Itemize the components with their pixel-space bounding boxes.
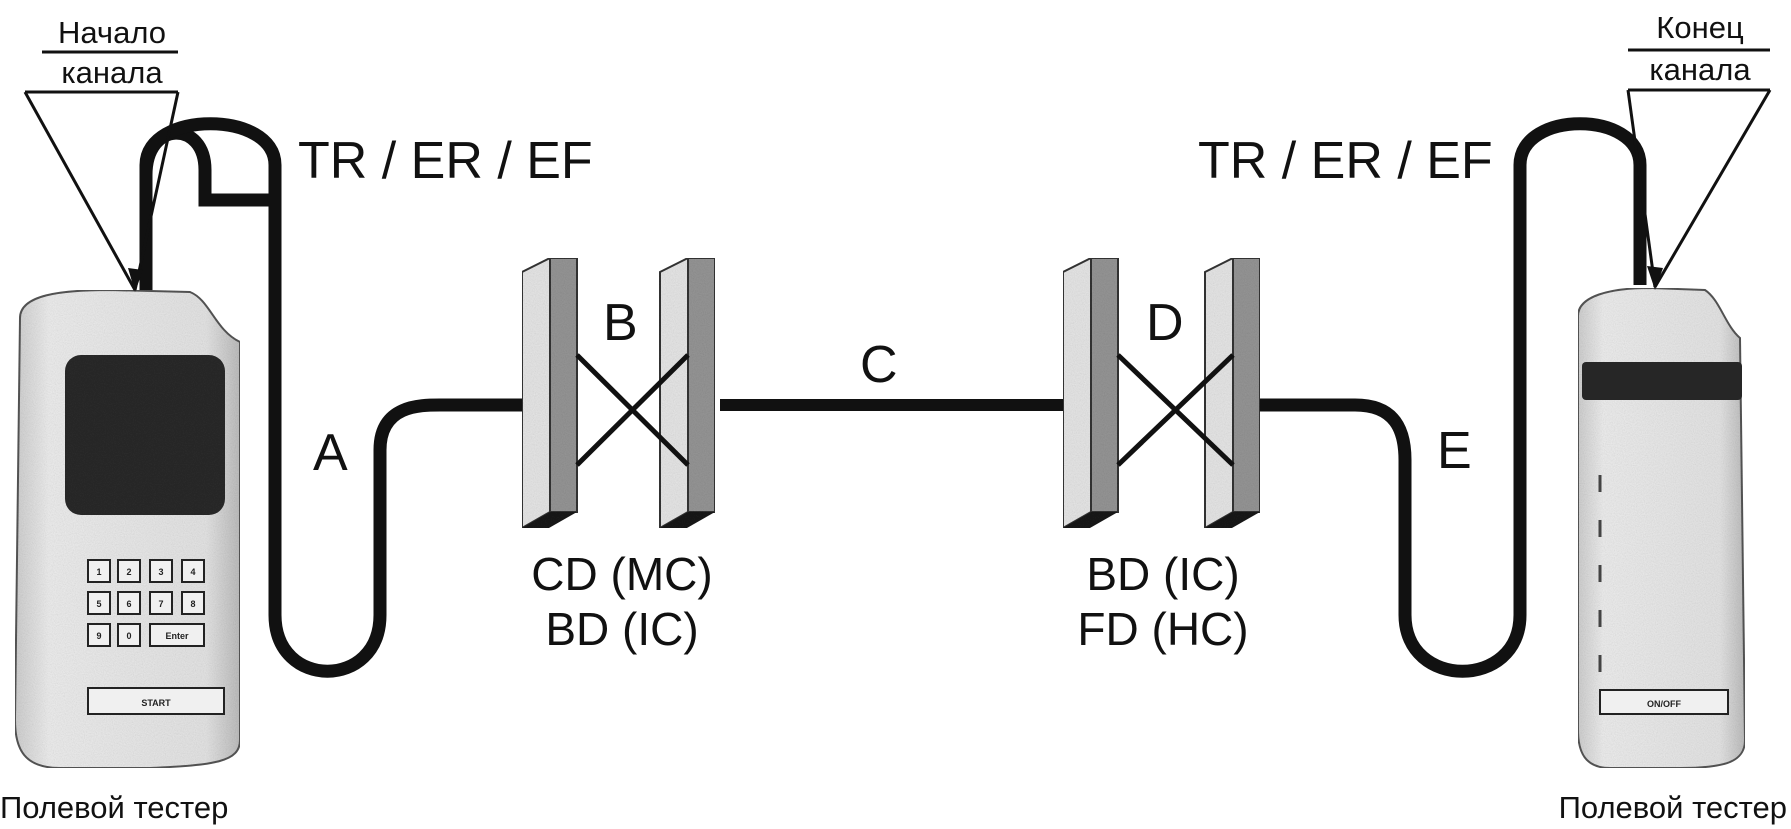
svg-text:2: 2	[126, 567, 131, 577]
key[interactable]: 5	[87, 591, 111, 615]
left-tester-caption: Полевой тестер	[0, 790, 228, 825]
key[interactable]: 3	[149, 559, 173, 583]
end-caption-line2: канала	[1649, 52, 1751, 87]
key[interactable]: 7	[149, 591, 173, 615]
start-of-channel-callout: Начало канала	[23, 15, 180, 292]
key[interactable]: 9	[87, 623, 111, 647]
svg-text:START: START	[141, 698, 171, 708]
right-tester-display	[1582, 362, 1742, 400]
left-field-tester: 1 2 3 4 5 6 7 8 9 0 Enter START	[13, 288, 241, 769]
left-cable-type-label: TR / ER / EF	[298, 132, 593, 190]
svg-text:1: 1	[96, 567, 101, 577]
crossconnect-b-2	[575, 353, 690, 467]
right-field-tester: ON/OFF	[1577, 286, 1747, 769]
key[interactable]: 4	[181, 559, 205, 583]
crossconnect-d-2	[1116, 353, 1235, 467]
cable-a-loop	[139, 117, 282, 615]
left-panel-label-line2: BD (IC)	[545, 603, 698, 655]
segment-b-label: B	[603, 294, 638, 352]
segment-d-label: D	[1146, 294, 1184, 352]
start-caption-line2: канала	[61, 55, 163, 90]
segment-a-label: A	[313, 424, 348, 482]
end-caption-line1: Конец	[1656, 10, 1744, 45]
right-panel-label-line1: BD (IC)	[1086, 548, 1239, 600]
key[interactable]: 2	[117, 559, 141, 583]
svg-text:Enter: Enter	[165, 631, 189, 641]
key-enter[interactable]: Enter	[149, 623, 205, 647]
svg-text:7: 7	[158, 599, 163, 609]
svg-text:4: 4	[190, 567, 195, 577]
svg-text:6: 6	[126, 599, 131, 609]
key[interactable]: 6	[117, 591, 141, 615]
patch-panel-b	[521, 256, 716, 530]
svg-text:5: 5	[96, 599, 101, 609]
right-tester-caption: Полевой тестер	[1559, 790, 1787, 825]
start-caption-line1: Начало	[58, 15, 166, 50]
left-panel-label-line1: CD (MC)	[531, 548, 712, 600]
svg-text:ON/OFF: ON/OFF	[1647, 699, 1681, 709]
segment-c-label: C	[860, 336, 898, 394]
segment-e-label: E	[1437, 422, 1472, 480]
power-button[interactable]: ON/OFF	[1599, 689, 1729, 715]
svg-text:9: 9	[96, 631, 101, 641]
svg-text:8: 8	[190, 599, 195, 609]
key[interactable]: 0	[117, 623, 141, 647]
key[interactable]: 8	[181, 591, 205, 615]
svg-text:0: 0	[126, 631, 131, 641]
key[interactable]: 1	[87, 559, 111, 583]
left-tester-screen	[65, 355, 225, 515]
cable-e	[1260, 117, 1647, 678]
svg-text:3: 3	[158, 567, 163, 577]
end-of-channel-callout: Конец канала	[1626, 10, 1772, 290]
start-button[interactable]: START	[87, 687, 225, 715]
right-panel-label-line2: FD (HC)	[1077, 603, 1248, 655]
right-cable-type-label: TR / ER / EF	[1198, 132, 1493, 190]
left-tester-keypad: 1 2 3 4 5 6 7 8 9 0 Enter	[87, 559, 205, 647]
